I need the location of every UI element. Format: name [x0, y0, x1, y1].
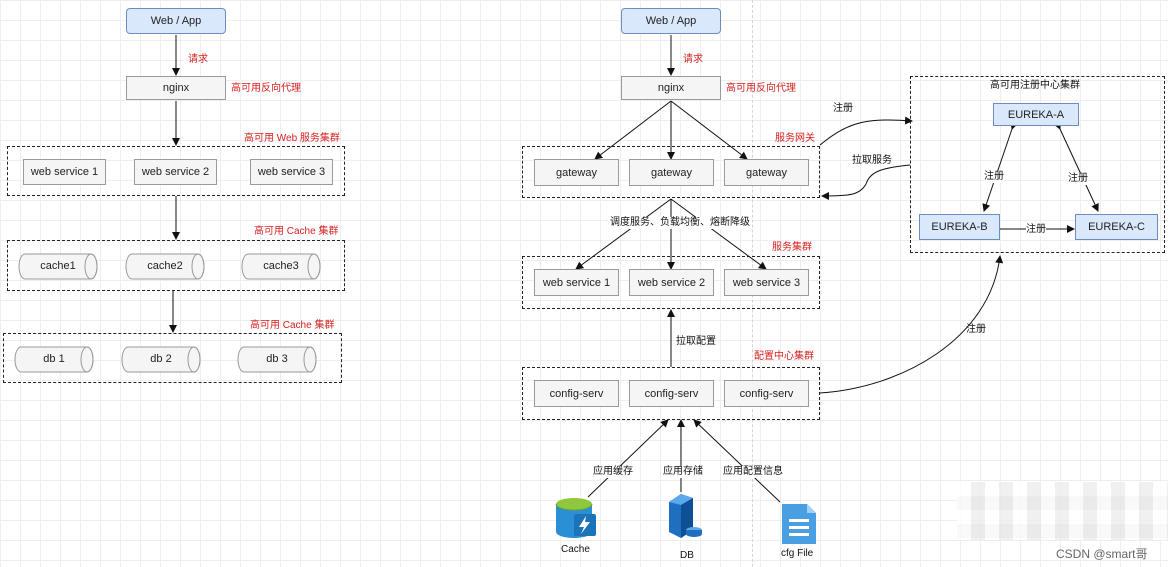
- db-cluster-title-left: 高可用 Cache 集群: [250, 320, 335, 331]
- web-cluster-left: [7, 146, 345, 196]
- gateway-cluster-title: 服务网关: [775, 133, 815, 144]
- gateway-node: gateway: [629, 159, 714, 186]
- source-label-cache: 应用缓存: [593, 466, 633, 478]
- service-cluster-title: 服务集群: [772, 242, 812, 253]
- database-server-icon: [669, 494, 702, 538]
- pull-config-label: 拉取配置: [676, 336, 716, 347]
- registry-cluster: [910, 76, 1165, 253]
- gateway-cluster: [522, 146, 820, 198]
- web-cluster-title-left: 高可用 Web 服务集群: [244, 133, 340, 144]
- web-service-node: web service 3: [724, 269, 809, 296]
- pull-services-label: 拉取服务: [852, 155, 892, 166]
- register-label: 注册: [833, 103, 853, 114]
- eureka-node-c: EUREKA-C: [1075, 214, 1158, 240]
- arrow-nginx-to-gateway-3: [670, 100, 748, 160]
- registry-title: 高可用注册中心集群: [990, 80, 1080, 91]
- peer-register-label: 注册: [984, 171, 1004, 183]
- source-label-db: 应用存储: [663, 466, 703, 478]
- web-service-node: web service 1: [534, 269, 619, 296]
- arrow-cfg-to-config: [693, 419, 781, 503]
- eureka-node-b: EUREKA-B: [919, 214, 1000, 240]
- peer-register-label: 注册: [1026, 224, 1046, 236]
- config-cluster-title: 配置中心集群: [754, 351, 814, 362]
- arrow-gateway-to-ws-1: [575, 198, 672, 270]
- arrow-cache-to-config: [587, 419, 669, 498]
- nginx-node-right: nginx: [621, 76, 721, 100]
- gateway-duties-label: 调度服务、负载均衡、熔断降级: [608, 217, 752, 229]
- blurred-region: [957, 482, 1168, 540]
- nginx-node-left: nginx: [126, 76, 226, 100]
- config-server-node: config-serv: [534, 380, 619, 407]
- gateway-node: gateway: [724, 159, 809, 186]
- cache-cluster-left: [7, 240, 345, 291]
- cache-cluster-title-left: 高可用 Cache 集群: [254, 226, 339, 237]
- service-cluster: [522, 256, 820, 309]
- request-label-right: 请求: [683, 54, 703, 65]
- eureka-node-a: EUREKA-A: [993, 103, 1079, 126]
- arrow-config-register: [819, 255, 1004, 394]
- web-service-node: web service 1: [23, 159, 106, 185]
- arrow-pull-services: [821, 164, 911, 200]
- config-register-label: 注册: [966, 324, 986, 335]
- source-cfg-label: cfg File: [781, 548, 814, 559]
- arrow-gateway-register: [819, 116, 913, 146]
- source-label-cfg: 应用配置信息: [723, 466, 783, 478]
- web-service-node: web service 2: [629, 269, 714, 296]
- config-file-icon: [782, 504, 816, 544]
- peer-register-label: 注册: [1068, 173, 1088, 185]
- source-cache-label: Cache: [561, 544, 590, 555]
- db-cluster-left: [3, 333, 342, 383]
- cache-icon: [555, 498, 596, 538]
- web-service-node: web service 3: [250, 159, 333, 185]
- client-node-right: Web / App: [621, 8, 721, 34]
- watermark: CSDN @smart哥: [1056, 547, 1148, 561]
- web-service-node: web service 2: [134, 159, 217, 185]
- gateway-node: gateway: [534, 159, 619, 186]
- arrow-gateway-to-ws-3: [670, 198, 767, 270]
- nginx-note-left: 高可用反向代理: [231, 83, 301, 94]
- request-label-left: 请求: [188, 54, 208, 65]
- nginx-note-right: 高可用反向代理: [726, 83, 796, 94]
- client-node-left: Web / App: [126, 8, 226, 34]
- config-server-node: config-serv: [629, 380, 714, 407]
- arrow-eureka-a-b: [982, 121, 1019, 212]
- arrow-nginx-to-gateway-1: [594, 100, 672, 160]
- source-db-label: DB: [680, 550, 694, 561]
- config-cluster: [522, 367, 820, 420]
- arrow-eureka-a-c: [1053, 120, 1099, 212]
- config-server-node: config-serv: [724, 380, 809, 407]
